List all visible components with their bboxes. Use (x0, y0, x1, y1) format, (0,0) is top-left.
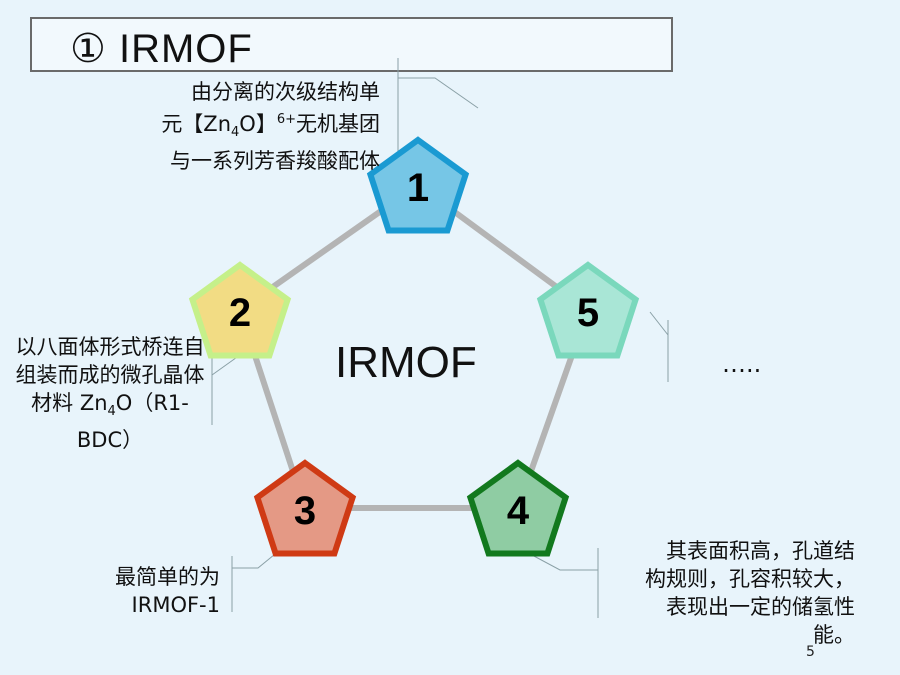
note-node-1: 由分离的次级结构单 元【Zn4O】6+无机基团 与一系列芳香羧酸配体 (120, 78, 380, 175)
title-box (30, 17, 673, 72)
node-2-label: 2 (229, 291, 251, 335)
callout-line-5a (649, 311, 669, 336)
note-1-line-1: 由分离的次级结构单 (191, 80, 380, 104)
node-4: 4 (466, 459, 570, 557)
note-2-line-1: 以八面体形式桥连自 (15, 335, 205, 359)
node-1: 1 (366, 136, 470, 234)
node-1-label: 1 (407, 166, 429, 210)
node-4-pentagon (466, 459, 570, 557)
note-1-line-2: 元【Zn4O】6+无机基团 (161, 112, 380, 141)
node-2: 2 (188, 261, 292, 359)
node-2-pentagon (188, 261, 292, 359)
note-node-5: ….. (722, 350, 762, 378)
node-3-label: 3 (294, 489, 316, 533)
note-4-line-1: 其表面积高，孔道结 (666, 539, 855, 563)
note-node-2: 以八面体形式桥连自 组装而成的微孔晶体 材料 Zn4O（R1- BDC） (5, 333, 215, 454)
node-5-label: 5 (577, 291, 599, 335)
callout-line-4a (531, 554, 598, 571)
note-1-line-3: 与一系列芳香羧酸配体 (170, 149, 380, 174)
note-2-line-4: BDC） (76, 428, 144, 453)
node-3-pentagon (253, 459, 357, 557)
slide-title: ① IRMOF (70, 27, 253, 71)
note-4-line-2: 构规则，孔容积较大， (645, 567, 855, 591)
page-number: 5 (806, 644, 815, 660)
node-5-pentagon (536, 261, 640, 359)
callout-line-1b (398, 77, 479, 109)
note-node-4: 其表面积高，孔道结 构规则，孔容积较大， 表现出一定的储氢性 能。 (585, 537, 855, 649)
center-label: IRMOF (335, 338, 477, 387)
note-3-line-2: IRMOF-1 (131, 593, 220, 617)
node-1-pentagon (366, 136, 470, 234)
note-4-line-4: 能。 (813, 623, 855, 647)
note-2-line-3: 材料 Zn4O（R1- (31, 391, 189, 420)
node-3: 3 (253, 459, 357, 557)
note-3-line-1: 最简单的为 (115, 565, 220, 589)
note-2-line-2: 组装而成的微孔晶体 (15, 363, 205, 387)
note-4-line-3: 表现出一定的储氢性 (666, 595, 855, 619)
note-node-3: 最简单的为 IRMOF-1 (70, 563, 220, 619)
callout-line-3b (232, 549, 281, 569)
node-5: 5 (536, 261, 640, 359)
node-4-label: 4 (507, 489, 530, 533)
